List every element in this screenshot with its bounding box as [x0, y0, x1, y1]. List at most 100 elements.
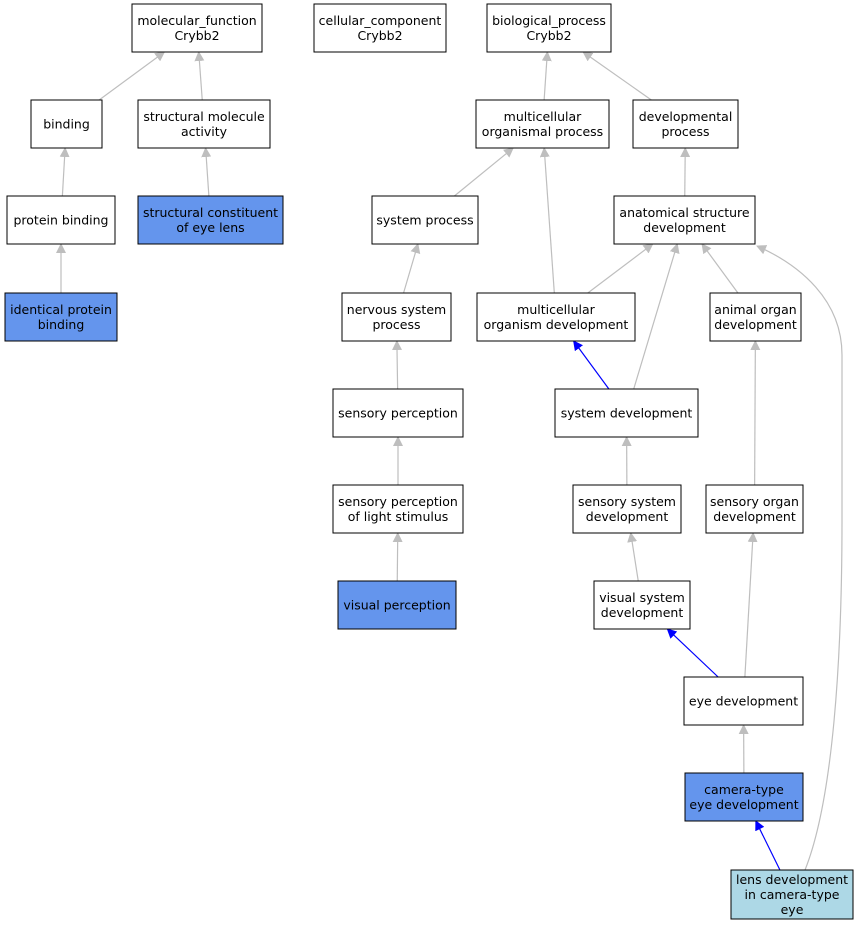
edge-scel-to-sma: [201, 147, 212, 197]
edge-line: [666, 628, 719, 678]
term-box: [137, 99, 271, 149]
term-label-line: Crybb2: [174, 28, 219, 43]
edge-line: [59, 147, 70, 197]
term-node-sp[interactable]: sensory perception: [332, 388, 464, 438]
term-box: [683, 676, 804, 726]
term-label-line: protein binding: [13, 213, 108, 228]
edge-line: [539, 147, 555, 294]
term-label-line: sensory organ: [710, 494, 799, 509]
edge-line: [453, 147, 514, 197]
term-box: [475, 99, 610, 149]
edge-line: [98, 51, 166, 101]
term-label-line: sensory system: [578, 494, 676, 509]
term-box: [332, 484, 464, 534]
edge-sma-to-mf: [194, 51, 205, 101]
term-box: [554, 388, 699, 438]
edge-mop-to-bp: [541, 51, 552, 101]
term-box: [730, 869, 854, 920]
term-box: [572, 484, 682, 534]
term-label-line: structural constituent: [143, 205, 278, 220]
term-node-binding[interactable]: binding: [30, 99, 103, 149]
term-node-pb[interactable]: protein binding: [6, 195, 116, 245]
term-box: [709, 292, 802, 342]
edge-line: [402, 243, 421, 294]
term-label-line: activity: [181, 124, 228, 139]
term-box: [4, 292, 118, 342]
term-label-line: eye development: [689, 694, 798, 709]
term-label-line: process: [372, 317, 420, 332]
edge-line: [755, 820, 781, 871]
term-label-line: development: [601, 605, 684, 620]
term-box: [313, 3, 447, 53]
term-node-vp[interactable]: visual perception: [337, 580, 457, 630]
edge-line: [680, 147, 691, 197]
term-label-line: multicellular: [504, 109, 583, 124]
term-label-line: cellular_component: [319, 13, 442, 28]
term-label-line: organism development: [484, 317, 629, 332]
term-node-sysd[interactable]: system development: [554, 388, 699, 438]
term-label-line: of light stimulus: [348, 509, 449, 524]
edge-binding-to-mf: [98, 51, 166, 101]
edge-line: [744, 532, 758, 678]
term-label-line: camera-type: [704, 782, 784, 797]
term-label-line: eye: [781, 902, 804, 917]
term-label-line: lens development: [736, 872, 848, 887]
term-label-line: development: [713, 509, 796, 524]
edge-line: [756, 245, 843, 871]
term-box: [705, 484, 804, 534]
edge-ldcte-to-asd: [756, 245, 843, 871]
edges-layer: [56, 51, 843, 871]
term-box: [486, 3, 612, 53]
term-box: [684, 772, 804, 822]
term-box: [371, 195, 479, 245]
term-label-line: Crybb2: [357, 28, 402, 43]
term-box: [137, 195, 284, 245]
term-label-line: binding: [43, 117, 90, 132]
term-label-line: molecular_function: [137, 13, 256, 28]
term-node-eyed[interactable]: eye development: [683, 676, 804, 726]
edge-line: [587, 243, 654, 294]
term-label-line: multicellular: [517, 302, 596, 317]
term-label-line: animal organ: [714, 302, 796, 317]
edge-sysd-to-asd: [633, 243, 680, 390]
edge-line: [541, 51, 552, 101]
term-label-line: structural molecule: [143, 109, 265, 124]
term-box: [341, 292, 452, 342]
term-label-line: developmental: [639, 109, 733, 124]
edge-line: [392, 532, 403, 582]
term-label-line: eye development: [689, 797, 798, 812]
term-label-line: development: [586, 509, 669, 524]
term-label-line: development: [714, 317, 797, 332]
term-node-sysp[interactable]: system process: [371, 195, 479, 245]
edge-line: [573, 340, 610, 390]
term-box: [6, 195, 116, 245]
edge-vp-to-spls: [392, 532, 403, 582]
edge-line: [392, 340, 403, 390]
term-box: [332, 388, 464, 438]
edge-line: [582, 51, 652, 101]
edge-eyed-to-sod: [744, 532, 758, 678]
edge-line: [201, 147, 212, 197]
term-label-line: sensory perception: [338, 406, 458, 421]
edge-asd-to-devp: [680, 147, 691, 197]
edge-sp-to-nsp: [392, 340, 403, 390]
